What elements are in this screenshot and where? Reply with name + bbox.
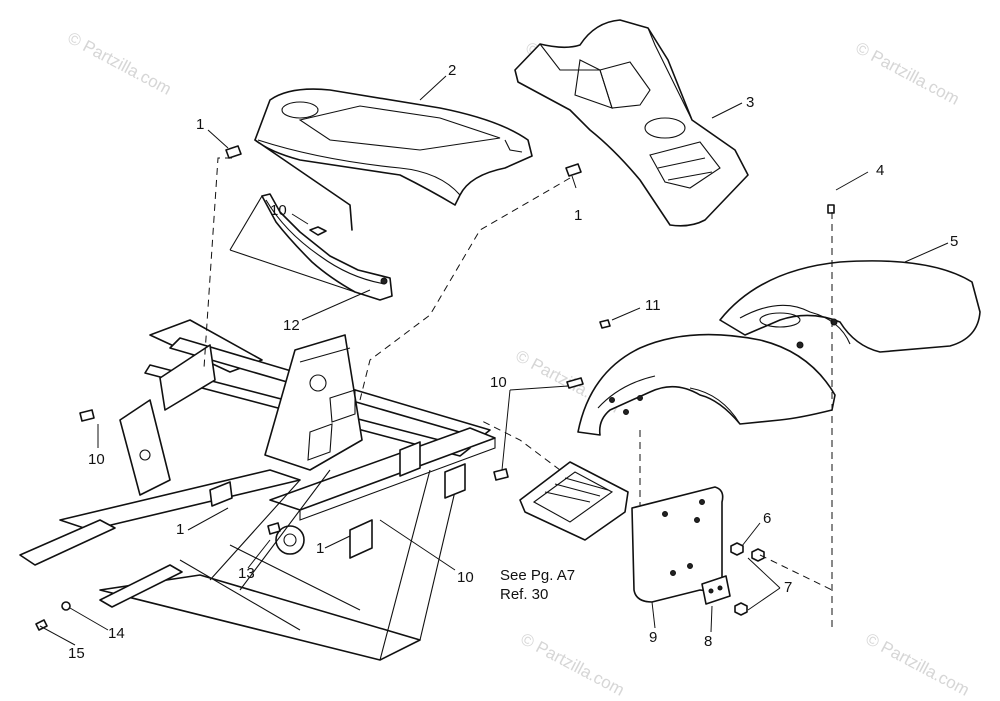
rear-cover-part-3 [514,19,749,227]
callout-9: 9 [649,629,658,646]
callout-7: 7 [784,579,793,596]
plate-part-8 [701,575,731,605]
callout-11: 11 [645,297,661,314]
bracket-part-12 [229,193,393,301]
callout-13: 13 [238,565,255,582]
taillight-housing [519,461,629,541]
front-cover-part-2 [254,88,533,231]
callout-10: 10 [88,451,105,468]
callout-12: 12 [283,317,300,334]
main-frame [19,319,496,661]
callout-10: 10 [270,202,287,219]
callout-1: 1 [574,207,583,224]
callout-4: 4 [876,162,885,179]
callout-15: 15 [68,645,85,662]
callout-5: 5 [950,233,959,250]
rear-fender-part-5 [719,260,981,353]
callout-8: 8 [704,633,713,650]
reference-note-line-2: Ref. 30 [500,586,549,603]
reference-note-line-1: See Pg. A7 [500,567,576,584]
callout-1: 1 [176,521,185,538]
assembly-lines [203,157,833,630]
fasteners [35,145,835,631]
callout-10: 10 [457,569,474,586]
callout-6: 6 [763,510,772,527]
nuts-parts-6-7 [730,542,765,616]
callout-1: 1 [196,116,205,133]
callout-2: 2 [448,62,457,79]
callout-1: 1 [316,540,325,557]
callout-14: 14 [108,625,125,642]
callout-3: 3 [746,94,755,111]
leader-lines [39,75,949,646]
callout-10: 10 [490,374,507,391]
reference-note: See Pg. A7 Ref. 30 [500,566,575,604]
front-fender [577,333,836,436]
